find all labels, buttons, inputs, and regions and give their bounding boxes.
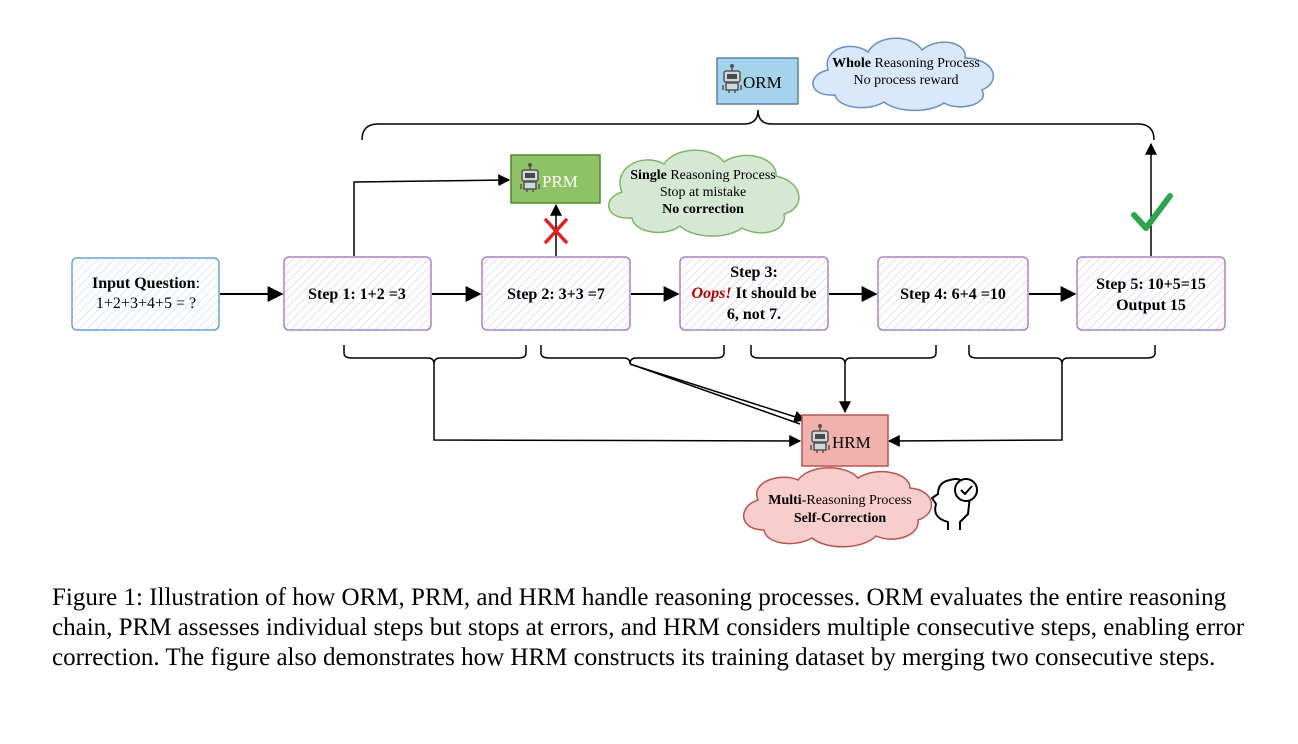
orm-label: ORM [743,73,782,92]
orm-cloud-rest: Reasoning Process [871,56,980,71]
prm-cloud: Single Reasoning Process Stop at mistake… [607,149,800,237]
oops-text: Oops! [692,285,732,302]
step-4-box: Step 4: 6+4 =10 [877,256,1029,331]
reasoning-diagram: ORM Whole Reasoning Process No process r… [71,37,1226,548]
hrm-input-arrows [433,363,1063,447]
step-5-box: Step 5: 10+5=15 Output 15 [1076,256,1226,331]
step-4-text: Step 4: 6+4 =10 [900,286,1006,303]
svg-text:Input Question:: Input Question: [92,275,200,292]
step-1-box: Step 1: 1+2 =3 [283,256,432,331]
input-colon: : [196,275,200,292]
hrm-cloud-line2: Self-Correction [794,511,886,526]
prm-cloud-rest: Reasoning Process [667,168,776,183]
check-mark-icon [1131,193,1173,231]
orm-cloud-bold: Whole [832,56,871,71]
figure-caption: Figure 1: Illustration of how ORM, PRM, … [52,584,1245,671]
step-1-text: Step 1: 1+2 =3 [308,286,406,303]
input-expr: 1+2+3+4+5 = ? [96,295,196,312]
step-5-line1: Step 5: 10+5=15 [1096,276,1206,293]
prm-box: PRM [510,154,601,204]
prm-cloud-bold: Single [630,168,667,183]
pair-braces [343,345,1156,365]
orm-cloud-line2: No process reward [854,73,959,88]
hrm-cloud-rest: -Reasoning Process [802,493,912,508]
prm-cloud-line3: No correction [662,202,744,217]
hrm-label: HRM [832,433,871,452]
prm-cloud-line2: Stop at mistake [660,185,746,200]
input-label: Input Question [92,275,196,292]
orm-box: ORM [716,57,799,105]
step-3-line3: 6, not 7. [727,306,781,323]
step-2-text: Step 2: 3+3 =7 [507,286,605,303]
orm-brace [361,109,1155,141]
hrm-cloud: Multi-Reasoning Process Self-Correction [742,467,933,548]
step1-to-prm-arrow [353,174,511,256]
hrm-box: HRM [801,414,889,467]
head-check-icon [931,478,978,530]
svg-text:Single Reasoning Process: Single Reasoning Process [630,168,775,183]
step-3-title: Step 3: [730,264,778,281]
svg-text:Multi-Reasoning Process: Multi-Reasoning Process [768,493,912,508]
svg-text:Oops! It should be: Oops! It should be [692,285,817,302]
hrm-cloud-bold: Multi [768,493,802,508]
step-3-box: Step 3: Oops! It should be 6, not 7. [679,256,829,331]
cross-mark-icon [544,218,568,244]
svg-text:Whole Reasoning Process: Whole Reasoning Process [832,56,980,71]
prm-label: PRM [542,172,578,191]
step-2-box: Step 2: 3+3 =7 [481,256,631,331]
input-question-box: Input Question: 1+2+3+4+5 = ? [71,257,220,331]
orm-cloud: Whole Reasoning Process No process rewar… [812,37,995,112]
step-3-line2: It should be [732,285,817,302]
step-5-line2: Output 15 [1116,297,1186,314]
